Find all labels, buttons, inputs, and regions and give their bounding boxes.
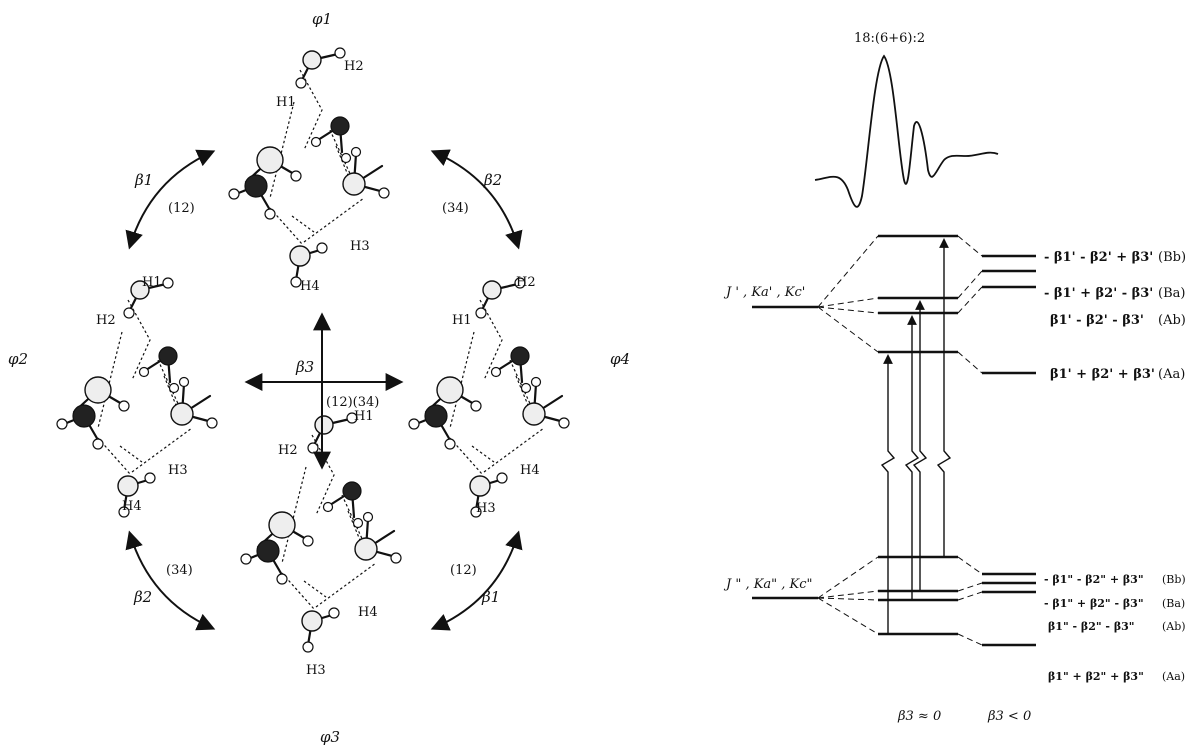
arrow-beta2-top xyxy=(430,149,523,250)
correlation-lower xyxy=(817,556,983,646)
upper-level-label-3: β1' - β2' - β3' xyxy=(1050,313,1144,328)
label-perm12-bottom: (12) xyxy=(450,563,477,578)
upper-level-sym-3: (Ab) xyxy=(1158,313,1186,328)
energy-diagram: 18:(6+6):2 J ' , Ka' , Kc' J " , Ka" , K… xyxy=(723,31,1186,724)
label-lower-state: J " , Ka" , Kc" xyxy=(723,577,813,592)
arrow-beta1-top xyxy=(125,149,216,250)
lower-level-sym-4: (Aa) xyxy=(1162,670,1185,683)
transition-1 xyxy=(880,354,896,634)
upper-level-label-2: - β1' + β2' - β3' xyxy=(1044,286,1153,301)
correlation-upper xyxy=(817,235,983,374)
atom-label-bottom-1: H1 xyxy=(354,409,374,424)
label-upper-state: J ' , Ka' , Kc' xyxy=(723,285,805,300)
upper-level-sym-4: (Aa) xyxy=(1158,367,1185,382)
label-beta1-top: β1 xyxy=(134,171,153,189)
transition-2 xyxy=(904,315,920,600)
atom-label-bottom-2: H2 xyxy=(278,443,298,458)
label-phi2: φ2 xyxy=(8,350,28,368)
atom-label-top-1: H2 xyxy=(344,59,364,74)
tunneling-diagram: φ1 φ2 φ3 φ4 H2 H1 H3 H4 H1 H2 H3 H4 H2 H… xyxy=(8,10,630,746)
upper-level-label-4: β1' + β2' + β3' xyxy=(1050,367,1155,382)
cluster-phi2 xyxy=(55,276,219,519)
lower-level-label-2: - β1" + β2" - β3" xyxy=(1044,597,1144,610)
lower-level-label-1: - β1" - β2" + β3" xyxy=(1044,573,1144,586)
label-perm34-top: (34) xyxy=(442,201,469,216)
lower-level-labels: - β1" - β2" + β3" (Bb) - β1" + β2" - β3"… xyxy=(1044,573,1186,683)
upper-level-labels: - β1' - β2' + β3' (Bb) - β1' + β2' - β3'… xyxy=(1044,250,1186,382)
atom-label-left-4: H4 xyxy=(122,499,142,514)
atom-label-bottom-4: H3 xyxy=(306,663,326,678)
column-label-beta3-zero: β3 ≈ 0 xyxy=(897,709,941,724)
atom-label-left-3: H3 xyxy=(168,463,188,478)
label-phi1: φ1 xyxy=(312,10,332,28)
atom-label-top-3: H3 xyxy=(350,239,370,254)
upper-level-label-1: - β1' - β2' + β3' xyxy=(1044,250,1153,265)
label-phi4: φ4 xyxy=(610,350,630,368)
atom-label-right-3: H4 xyxy=(520,463,540,478)
spectrum-trace xyxy=(814,54,999,208)
atom-label-top-2: H1 xyxy=(276,95,296,110)
label-phi3: φ3 xyxy=(320,728,340,746)
label-perm12-top: (12) xyxy=(168,201,195,216)
arrow-beta1-bottom xyxy=(430,530,523,631)
transition-4 xyxy=(936,238,952,557)
atom-label-left-2: H2 xyxy=(96,313,116,328)
upper-level-sym-2: (Ba) xyxy=(1158,286,1185,301)
column-label-beta3-negative: β3 < 0 xyxy=(987,709,1031,724)
atom-label-top-4: H4 xyxy=(300,279,320,294)
label-perm34-bottom: (34) xyxy=(166,563,193,578)
atom-label-bottom-3: H4 xyxy=(358,605,378,620)
spectrum-title: 18:(6+6):2 xyxy=(854,31,925,46)
label-beta3: β3 xyxy=(295,358,314,376)
label-beta1-bottom: β1 xyxy=(481,588,500,606)
upper-level-sym-1: (Bb) xyxy=(1158,250,1186,265)
atom-label-right-2: H1 xyxy=(452,313,472,328)
arrow-beta2-bottom xyxy=(125,530,216,631)
atom-label-left-1: H1 xyxy=(142,275,162,290)
cluster-phi4 xyxy=(407,276,571,519)
lower-level-label-4: β1" + β2" + β3" xyxy=(1048,670,1144,683)
lower-level-sym-3: (Ab) xyxy=(1162,620,1186,633)
lower-level-sym-2: (Ba) xyxy=(1162,597,1185,610)
label-beta2-top: β2 xyxy=(483,171,502,189)
lower-level-sym-1: (Bb) xyxy=(1162,573,1186,586)
label-perm1234: (12)(34) xyxy=(326,395,379,410)
label-beta2-bottom: β2 xyxy=(133,588,152,606)
lower-level-label-3: β1" - β2" - β3" xyxy=(1048,620,1135,633)
transition-3 xyxy=(912,300,928,591)
atom-label-right-1: H2 xyxy=(516,275,536,290)
atom-label-right-4: H3 xyxy=(476,501,496,516)
